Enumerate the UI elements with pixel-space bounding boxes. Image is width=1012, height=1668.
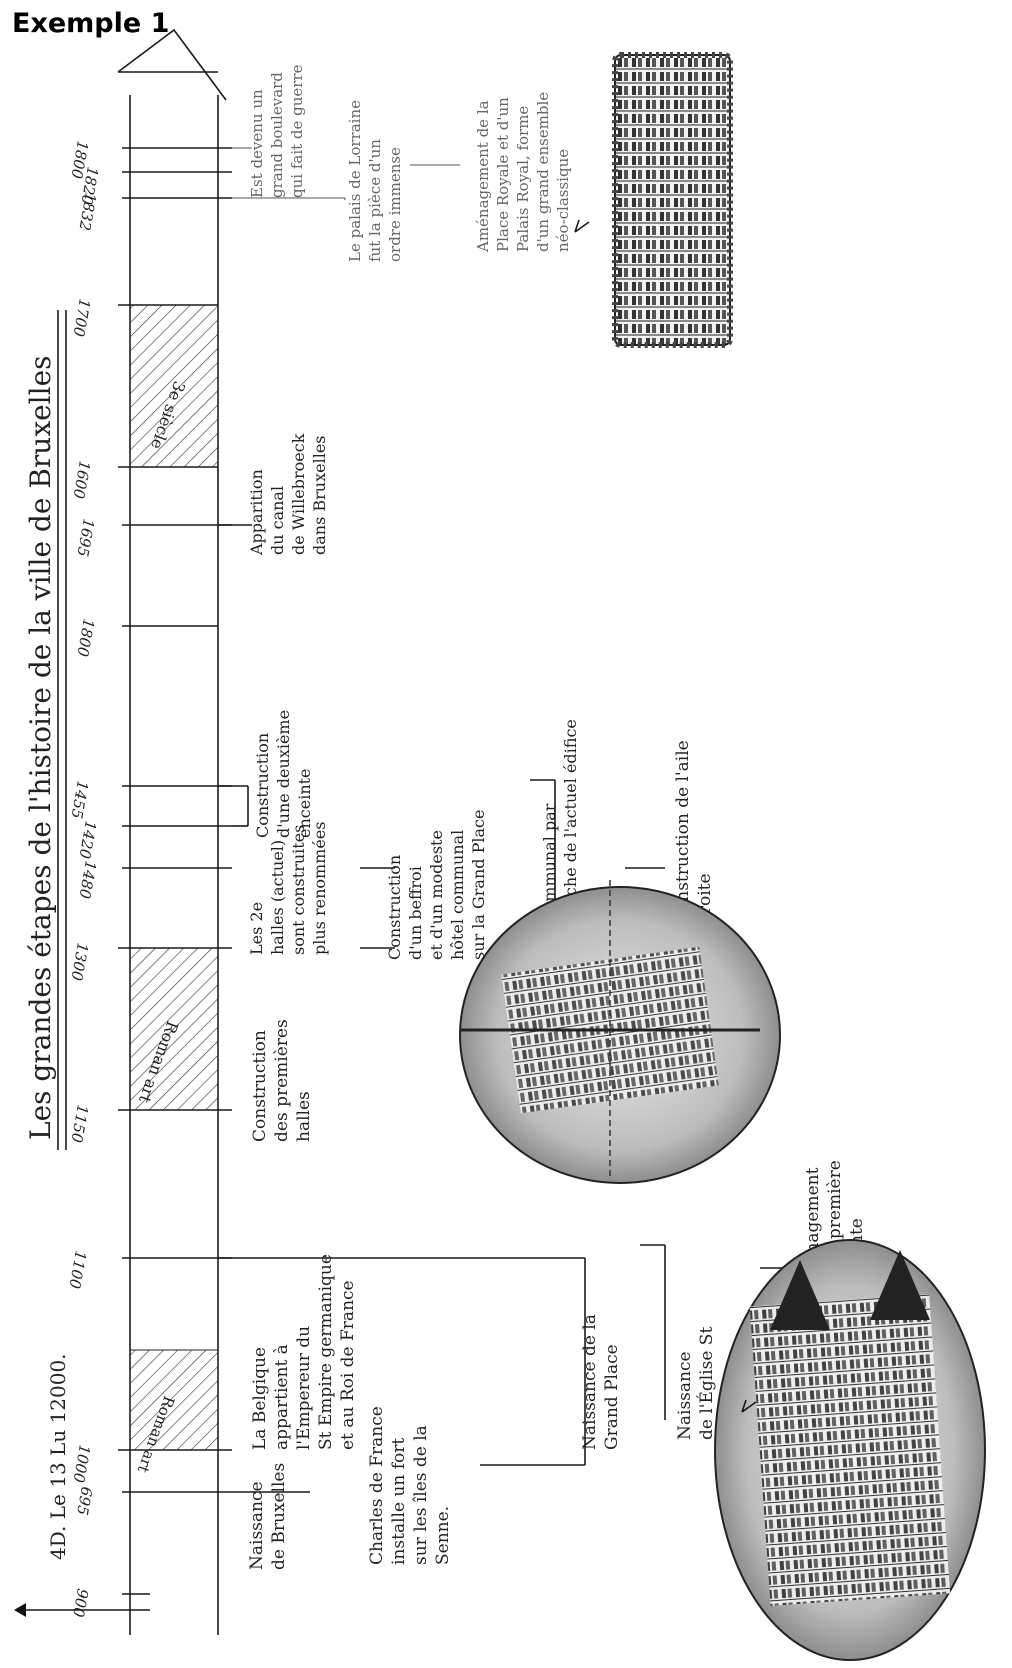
year-label: 1150 bbox=[67, 1103, 91, 1144]
year-label: 1455 bbox=[67, 779, 91, 820]
year-label: 1000 bbox=[69, 1443, 93, 1484]
period-bands: 3e siècle Roman art Roman art bbox=[130, 305, 218, 1475]
year-label: 1100 bbox=[65, 1249, 89, 1290]
year-label: 695 bbox=[73, 1485, 96, 1516]
year-label: 900 bbox=[69, 1587, 92, 1619]
illustration-grand-place bbox=[460, 880, 780, 1183]
page-title: Les grandes étapes de l'histoire de la v… bbox=[24, 355, 57, 1140]
author-note: 4D. Le 13 Lu 12000. bbox=[46, 1353, 70, 1560]
year-labels: 1800 1820 1832 1700 1600 1695 1800 1455 … bbox=[65, 139, 101, 1619]
year-label: 1800 bbox=[73, 617, 97, 658]
year-label: 1695 bbox=[73, 517, 97, 558]
year-label: 1420 bbox=[75, 819, 99, 860]
year-label: 1300 bbox=[67, 941, 91, 982]
title-block: Les grandes étapes de l'histoire de la v… bbox=[24, 310, 70, 1560]
illustration-place-royale bbox=[615, 55, 730, 345]
year-label: 1600 bbox=[69, 459, 93, 500]
year-label: 1700 bbox=[69, 297, 93, 338]
pointer-arrows bbox=[575, 220, 756, 1412]
year-label: 1480 bbox=[75, 859, 99, 900]
illustration-eglise bbox=[715, 1240, 985, 1660]
